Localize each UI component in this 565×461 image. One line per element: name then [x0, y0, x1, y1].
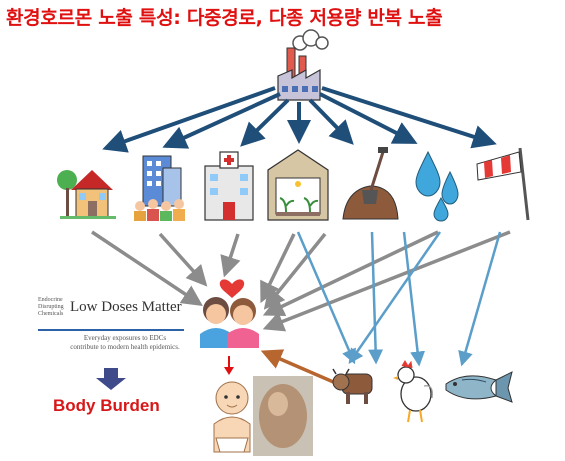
- hospital-icon: [204, 151, 254, 221]
- cow-icon: [332, 368, 373, 404]
- baby-icon: [213, 381, 251, 453]
- couple-icon: [200, 279, 259, 348]
- brown-food-arrow: [260, 349, 339, 386]
- edc-subtitle-line: Disrupting: [38, 304, 64, 310]
- low-doses-heading: Low Doses Matter: [70, 299, 182, 315]
- red-down-arrow: [224, 356, 234, 375]
- blue-food-arrows: [296, 231, 502, 367]
- windsock-icon: [476, 147, 530, 221]
- soil-shovel-icon: [342, 147, 399, 220]
- chicken-icon: [393, 360, 433, 423]
- page-title: 환경호르몬 노출 특성: 다중경로, 다종 저용량 반복 노출: [6, 7, 443, 29]
- edc-subtitle-line: Chemicals: [38, 311, 64, 317]
- fish-icon: [445, 371, 513, 403]
- greenhouse-icon: [267, 149, 329, 221]
- fetus-image: [253, 376, 313, 456]
- water-drops-icon: [415, 150, 459, 222]
- low-doses-caption: Everyday exposures to EDCs contribute to…: [70, 334, 180, 351]
- factory-icon: [277, 29, 329, 101]
- divider-line: [38, 329, 184, 331]
- apartment-icon: [134, 155, 185, 221]
- low-doses-matter-box: Endocrine Disrupting Chemicals Low Doses…: [38, 296, 184, 366]
- body-burden-label: Body Burden: [53, 396, 160, 415]
- gray-exposure-arrows: [91, 230, 511, 332]
- edc-subtitle-line: Endocrine: [38, 297, 63, 303]
- house-icon: [57, 170, 116, 219]
- navy-down-arrow: [96, 368, 126, 390]
- factory-arrows: [102, 86, 497, 153]
- edc-subtitle: Endocrine Disrupting Chemicals: [38, 297, 70, 318]
